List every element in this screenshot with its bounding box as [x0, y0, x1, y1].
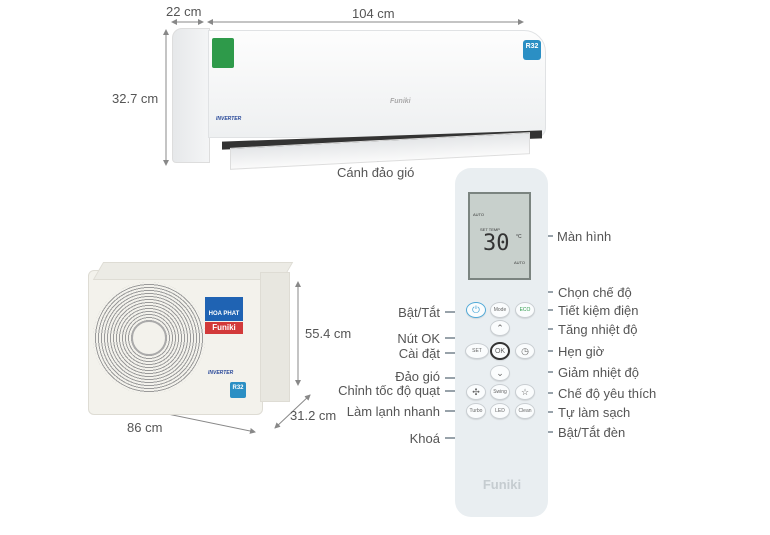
label-favorite: Chế độ yêu thích: [558, 386, 657, 401]
label-display: Màn hình: [557, 229, 612, 244]
set-temp-text: SET TEMP: [480, 227, 500, 232]
indoor-width-label: 104 cm: [352, 6, 395, 21]
outdoor-inverter-logo: INVERTER: [208, 370, 234, 376]
label-mode: Chọn chế độ: [558, 285, 632, 300]
indoor-brand-logo: Funiki: [390, 98, 411, 105]
fan-speed-button[interactable]: ✣: [466, 384, 486, 400]
timer-button[interactable]: ◷: [515, 343, 535, 359]
outdoor-height-label: 55.4 cm: [305, 326, 352, 341]
remote-display: SET TEMP 30 °C AUTO AUTO: [468, 192, 531, 280]
indoor-front-panel: [208, 30, 546, 138]
label-ok: Nút OK: [397, 331, 440, 346]
label-led: Bật/Tắt đèn: [558, 425, 626, 440]
ok-button[interactable]: OK: [490, 342, 510, 360]
indoor-unit: R32 INVERTER Funiki: [172, 28, 547, 170]
label-clean: Tự làm sạch: [558, 405, 631, 420]
outdoor-unit: HOA PHAT Funiki INVERTER R32: [88, 262, 300, 417]
swing-button[interactable]: Swing: [490, 384, 510, 400]
indoor-side-panel: [172, 28, 210, 163]
label-swing: Đảo gió: [395, 369, 440, 384]
outdoor-r32-badge: R32: [230, 382, 246, 398]
label-temp-up: Tăng nhiệt độ: [558, 322, 638, 337]
label-eco: Tiết kiệm điện: [558, 303, 639, 318]
set-button[interactable]: SET: [465, 343, 489, 359]
label-temp-down: Giảm nhiệt độ: [558, 365, 639, 380]
favorite-button[interactable]: ☆: [515, 384, 535, 400]
flap-label: Cánh đảo gió: [337, 165, 415, 180]
outdoor-width-label: 86 cm: [127, 420, 163, 435]
inverter-logo: INVERTER: [216, 116, 242, 122]
r32-badge: R32: [523, 40, 541, 60]
mode-button[interactable]: Mode: [490, 302, 510, 318]
temp-down-button[interactable]: ⌄: [490, 365, 510, 381]
outdoor-depth-label: 31.2 cm: [290, 408, 337, 423]
energy-label: [212, 38, 234, 68]
remote-brand-logo: Funiki: [482, 477, 522, 492]
led-button[interactable]: LED: [490, 403, 510, 419]
label-set: Cài đặt: [398, 346, 440, 361]
temp-up-button[interactable]: ⌃: [490, 320, 510, 336]
power-button[interactable]: ⏻: [466, 302, 486, 318]
funiki-logo: Funiki: [205, 322, 243, 334]
temperature-readout: 30: [483, 231, 510, 256]
turbo-button[interactable]: Turbo: [466, 403, 486, 419]
label-turbo: Làm lạnh nhanh: [346, 404, 440, 419]
label-timer: Hẹn giờ: [558, 344, 605, 359]
fan-indicator: AUTO: [514, 260, 526, 265]
hoaphat-logo: HOA PHAT: [205, 297, 243, 321]
eco-button[interactable]: ECO: [515, 302, 535, 318]
label-lock: Khoá: [409, 431, 440, 446]
label-power: Bật/Tắt: [398, 305, 440, 320]
indoor-height-label: 32.7 cm: [112, 91, 159, 106]
temp-unit: °C: [516, 234, 522, 240]
mode-indicator: AUTO: [473, 212, 485, 217]
clean-button[interactable]: Clean: [515, 403, 535, 419]
label-fan-speed: Chỉnh tốc độ quạt: [338, 383, 440, 398]
indoor-depth-label: 22 cm: [166, 4, 202, 19]
